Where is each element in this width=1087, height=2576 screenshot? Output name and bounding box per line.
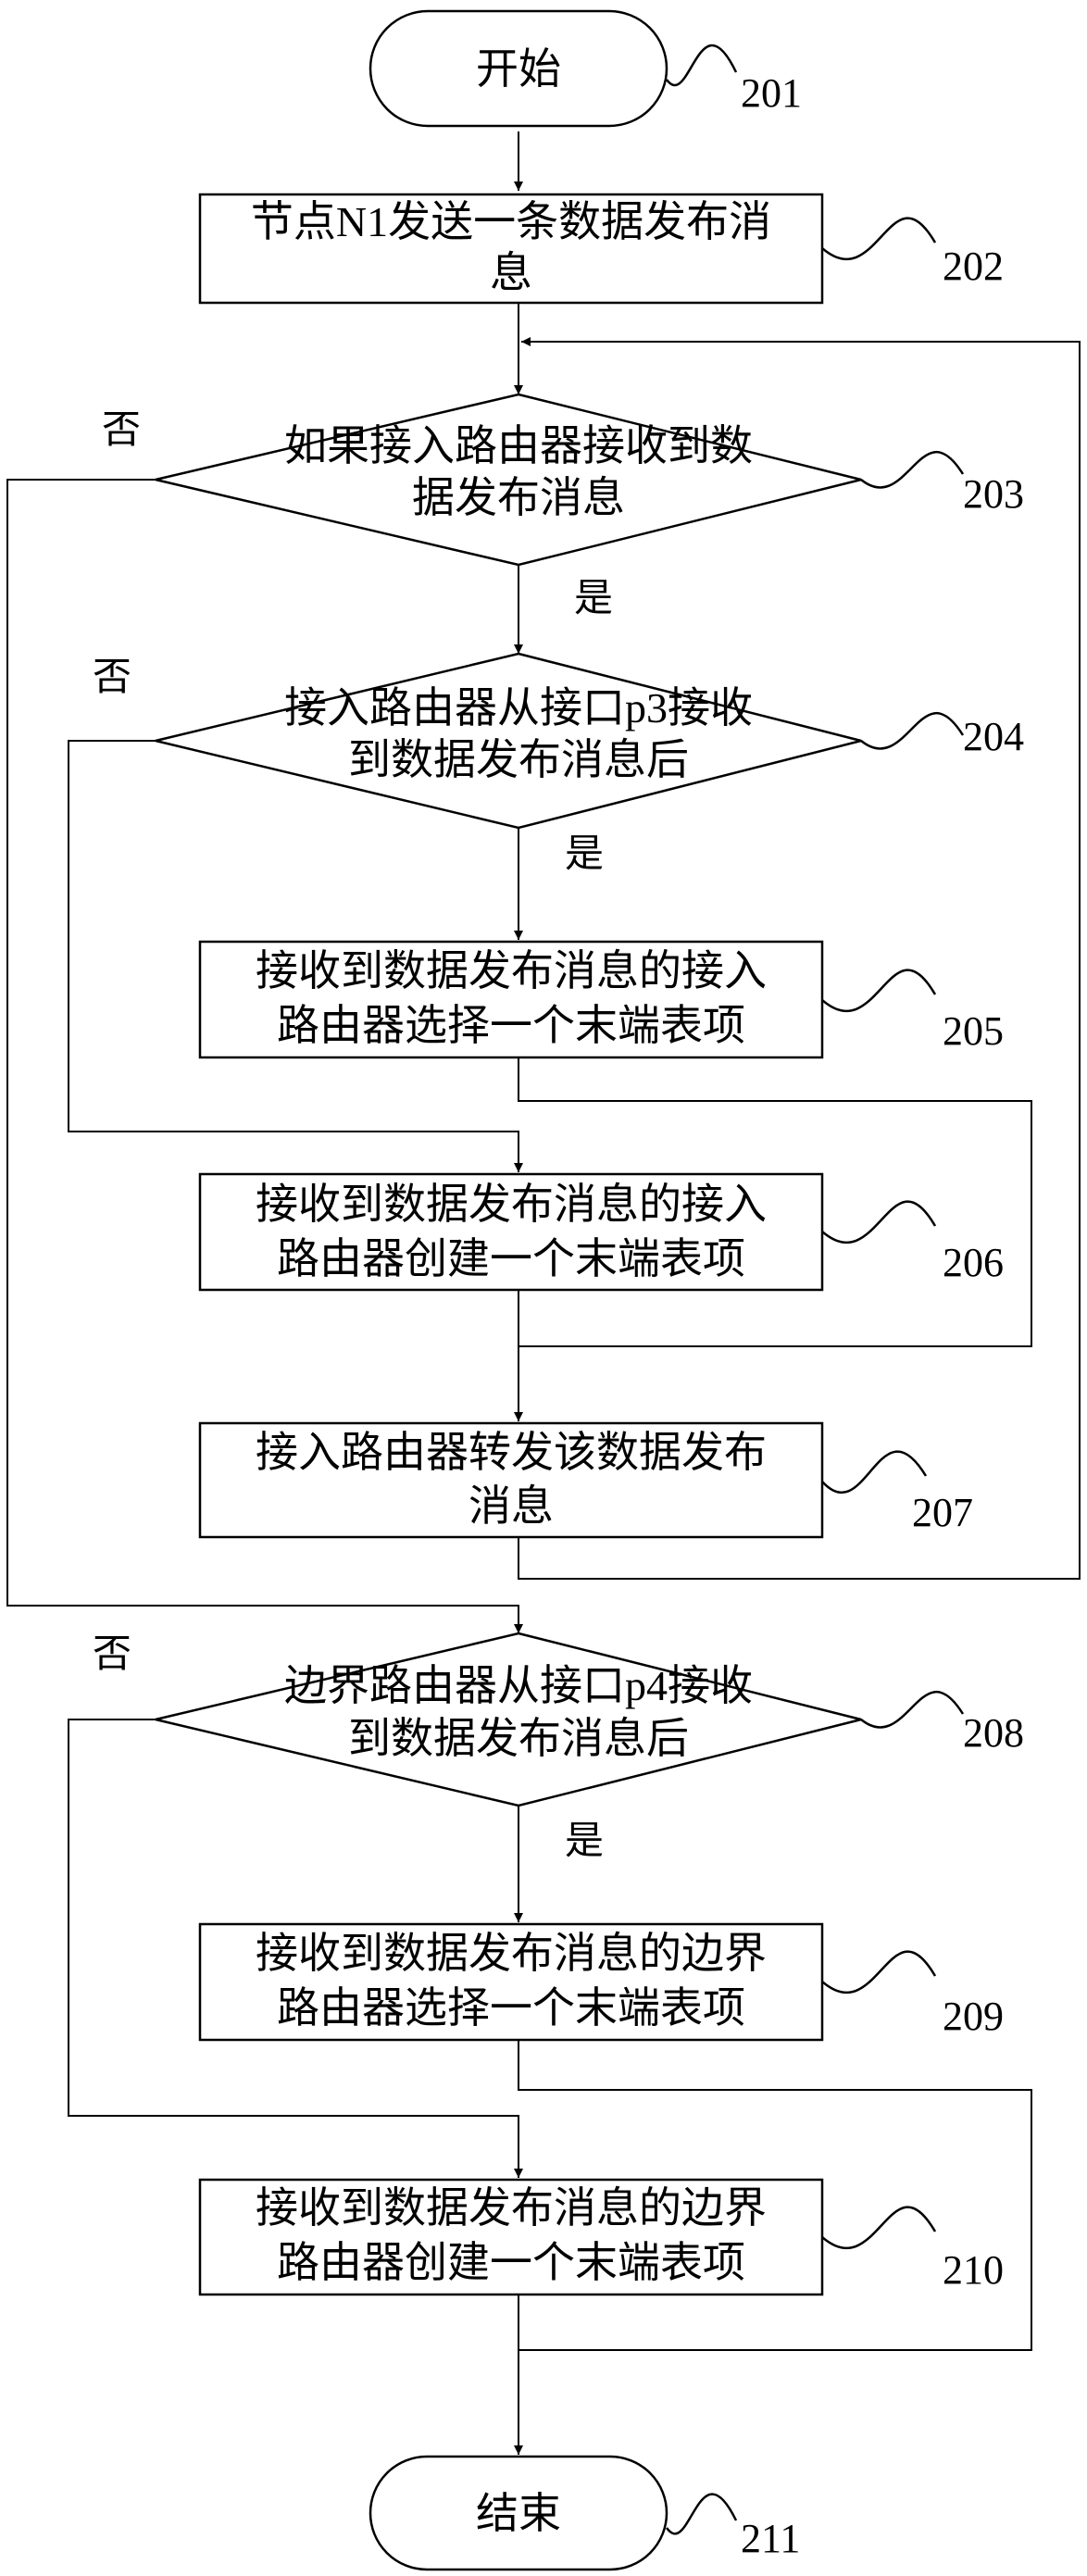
label-208-no: 否 xyxy=(93,1633,131,1676)
end-node: 结束 211 xyxy=(369,2455,800,2571)
ref-leader-202 xyxy=(821,217,937,261)
process-205-line1: 接收到数据发布消息的接入 xyxy=(256,947,767,994)
label-204-no: 否 xyxy=(93,657,131,699)
decision-204-line1: 接入路由器从接口p3接收 xyxy=(284,684,753,732)
decision-203-line1: 如果接入路由器接收到数 xyxy=(284,422,753,469)
ref-leader-209 xyxy=(821,1950,937,1995)
edge-208-210-no xyxy=(68,1719,523,2178)
decision-node-203: 如果接入路由器接收到数 据发布消息 203 否 是 xyxy=(102,393,1024,620)
process-209-line1: 接收到数据发布消息的边界 xyxy=(256,1930,767,1977)
label-208-yes: 是 xyxy=(565,1820,604,1863)
process-202-line1: 节点N1发送一条数据发布消 xyxy=(251,198,771,245)
edge-207-loop-back xyxy=(518,337,1081,1580)
process-209-line2: 路由器选择一个末端表项 xyxy=(277,1984,745,2032)
process-node-206: 接收到数据发布消息的接入 路由器创建一个末端表项 206 xyxy=(198,1172,1004,1292)
ref-leader-203 xyxy=(860,450,965,489)
process-205-line2: 路由器选择一个末端表项 xyxy=(277,1002,745,1049)
ref-209: 209 xyxy=(943,1994,1004,2039)
process-207-line2: 消息 xyxy=(469,1482,554,1530)
decision-208-line1: 边界路由器从接口p4接收 xyxy=(284,1662,753,1709)
decision-203-line2: 据发布消息 xyxy=(412,474,625,521)
ref-leader-206 xyxy=(821,1200,937,1244)
ref-202: 202 xyxy=(943,244,1004,289)
connectors xyxy=(6,131,1081,2455)
edge-203-208-no xyxy=(6,479,523,1633)
ref-leader-207 xyxy=(821,1450,928,1494)
ref-leader-201 xyxy=(665,44,738,87)
ref-206: 206 xyxy=(943,1240,1004,1285)
edge-204-206-no xyxy=(68,740,523,1172)
end-label: 结束 xyxy=(476,2490,561,2537)
ref-204: 204 xyxy=(963,714,1024,759)
ref-201: 201 xyxy=(741,70,802,116)
ref-210: 210 xyxy=(943,2247,1004,2293)
start-node: 开始 201 xyxy=(369,9,802,128)
decision-204-line2: 到数据发布消息后 xyxy=(348,736,689,783)
ref-205: 205 xyxy=(943,1008,1004,1054)
process-202-line2: 息 xyxy=(490,249,532,296)
start-label: 开始 xyxy=(476,45,561,93)
decision-node-204: 接入路由器从接口p3接收 到数据发布消息后 204 否 是 xyxy=(93,652,1024,876)
ref-211: 211 xyxy=(741,2516,800,2561)
decision-208-line2: 到数据发布消息后 xyxy=(348,1715,689,1762)
decision-node-208: 边界路由器从接口p4接收 到数据发布消息后 208 否 是 xyxy=(93,1632,1024,1863)
edge-205-merge xyxy=(518,1057,1032,1347)
ref-leader-205 xyxy=(821,969,937,1013)
ref-203: 203 xyxy=(963,471,1024,517)
process-node-209: 接收到数据发布消息的边界 路由器选择一个末端表项 209 xyxy=(198,1922,1004,2042)
ref-leader-211 xyxy=(665,2493,738,2535)
ref-leader-204 xyxy=(860,711,965,750)
ref-leader-208 xyxy=(860,1690,965,1729)
process-node-205: 接收到数据发布消息的接入 路由器选择一个末端表项 205 xyxy=(198,940,1004,1059)
process-207-line1: 接入路由器转发该数据发布 xyxy=(256,1429,767,1476)
ref-208: 208 xyxy=(963,1710,1024,1756)
process-206-line1: 接收到数据发布消息的接入 xyxy=(256,1181,767,1228)
process-210-line1: 接收到数据发布消息的边界 xyxy=(256,2184,767,2232)
process-node-202: 节点N1发送一条数据发布消 息 202 xyxy=(198,193,1004,305)
label-203-no: 否 xyxy=(102,409,141,452)
process-node-210: 接收到数据发布消息的边界 路由器创建一个末端表项 210 xyxy=(198,2178,1004,2296)
ref-leader-210 xyxy=(821,2206,937,2250)
label-203-yes: 是 xyxy=(574,578,613,620)
ref-207: 207 xyxy=(912,1490,973,1535)
edge-209-merge xyxy=(518,2040,1032,2351)
label-204-yes: 是 xyxy=(565,833,604,876)
process-210-line2: 路由器创建一个末端表项 xyxy=(277,2239,745,2286)
process-206-line2: 路由器创建一个末端表项 xyxy=(277,1235,745,1282)
process-node-207: 接入路由器转发该数据发布 消息 207 xyxy=(198,1421,973,1539)
